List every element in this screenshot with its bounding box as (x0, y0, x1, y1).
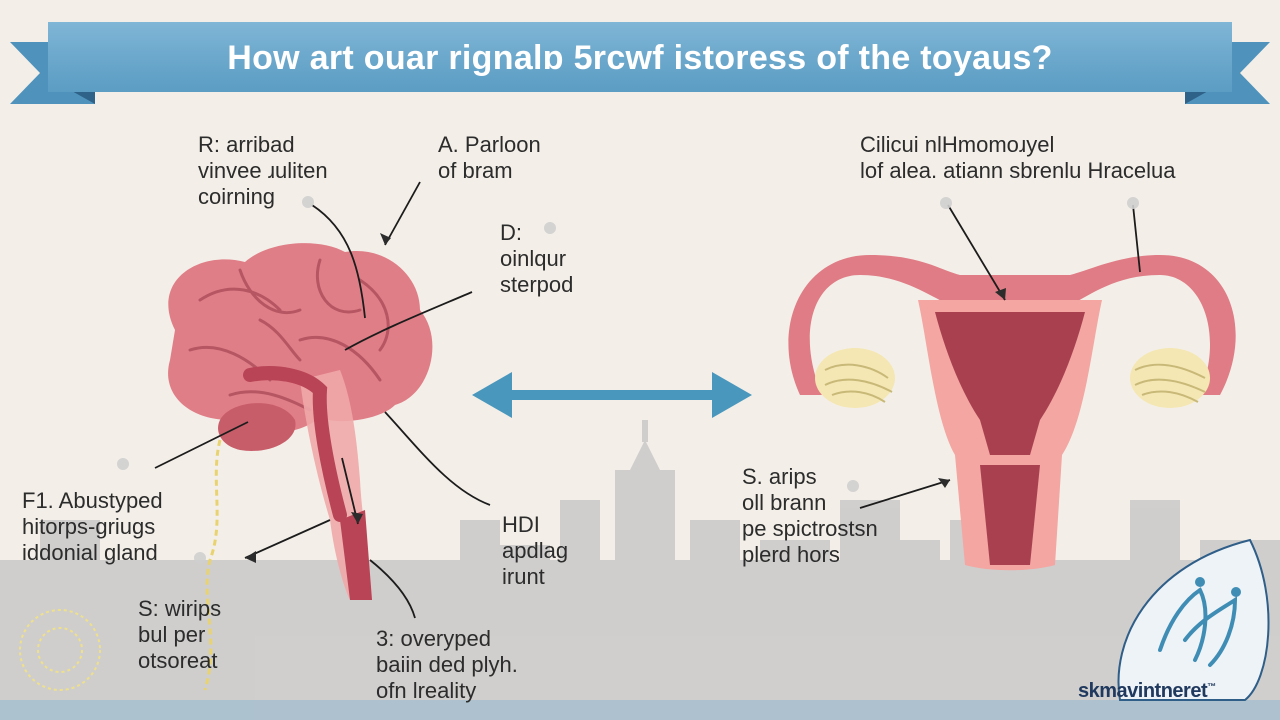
label-hdi: HDI apdlag irunt (502, 512, 569, 589)
label-bottom-middle: 3: overyped baiin ded plyh. ofn lreality (376, 626, 518, 703)
brain-illustration (19, 243, 433, 691)
label-d: D: oinlqur sterpod (500, 220, 574, 297)
logo-text: skmavintneret (1078, 680, 1208, 702)
logo-emblem-icon (1117, 538, 1270, 701)
page-title: How art ouar rignalɒ 5rcwf istoress of t… (227, 39, 1053, 77)
title-banner (10, 22, 1270, 104)
label-f1: F1. Abustyped hitorps-griugs iddonial gl… (22, 488, 163, 565)
label-top-right: Cilicui nlHmomoɹyel lof alea. atiann sbr… (860, 132, 1176, 183)
leader-lines (154, 181, 1141, 619)
label-bottom-left: S: wirips bul per otsoreat (138, 596, 222, 673)
logo-wordmark[interactable]: skmavintneret™ (1078, 680, 1278, 703)
double-arrow-icon (472, 372, 752, 418)
label-top-left: R: arribad vinvee ɹuliten coirning (198, 132, 328, 209)
uterus-illustration (788, 255, 1236, 571)
logo-trademark: ™ (1207, 681, 1216, 692)
label-right-s: S. arips oll brann pe spictrostsn plerd … (742, 464, 878, 567)
label-top-middle: A. Parloon of bram (438, 132, 541, 183)
